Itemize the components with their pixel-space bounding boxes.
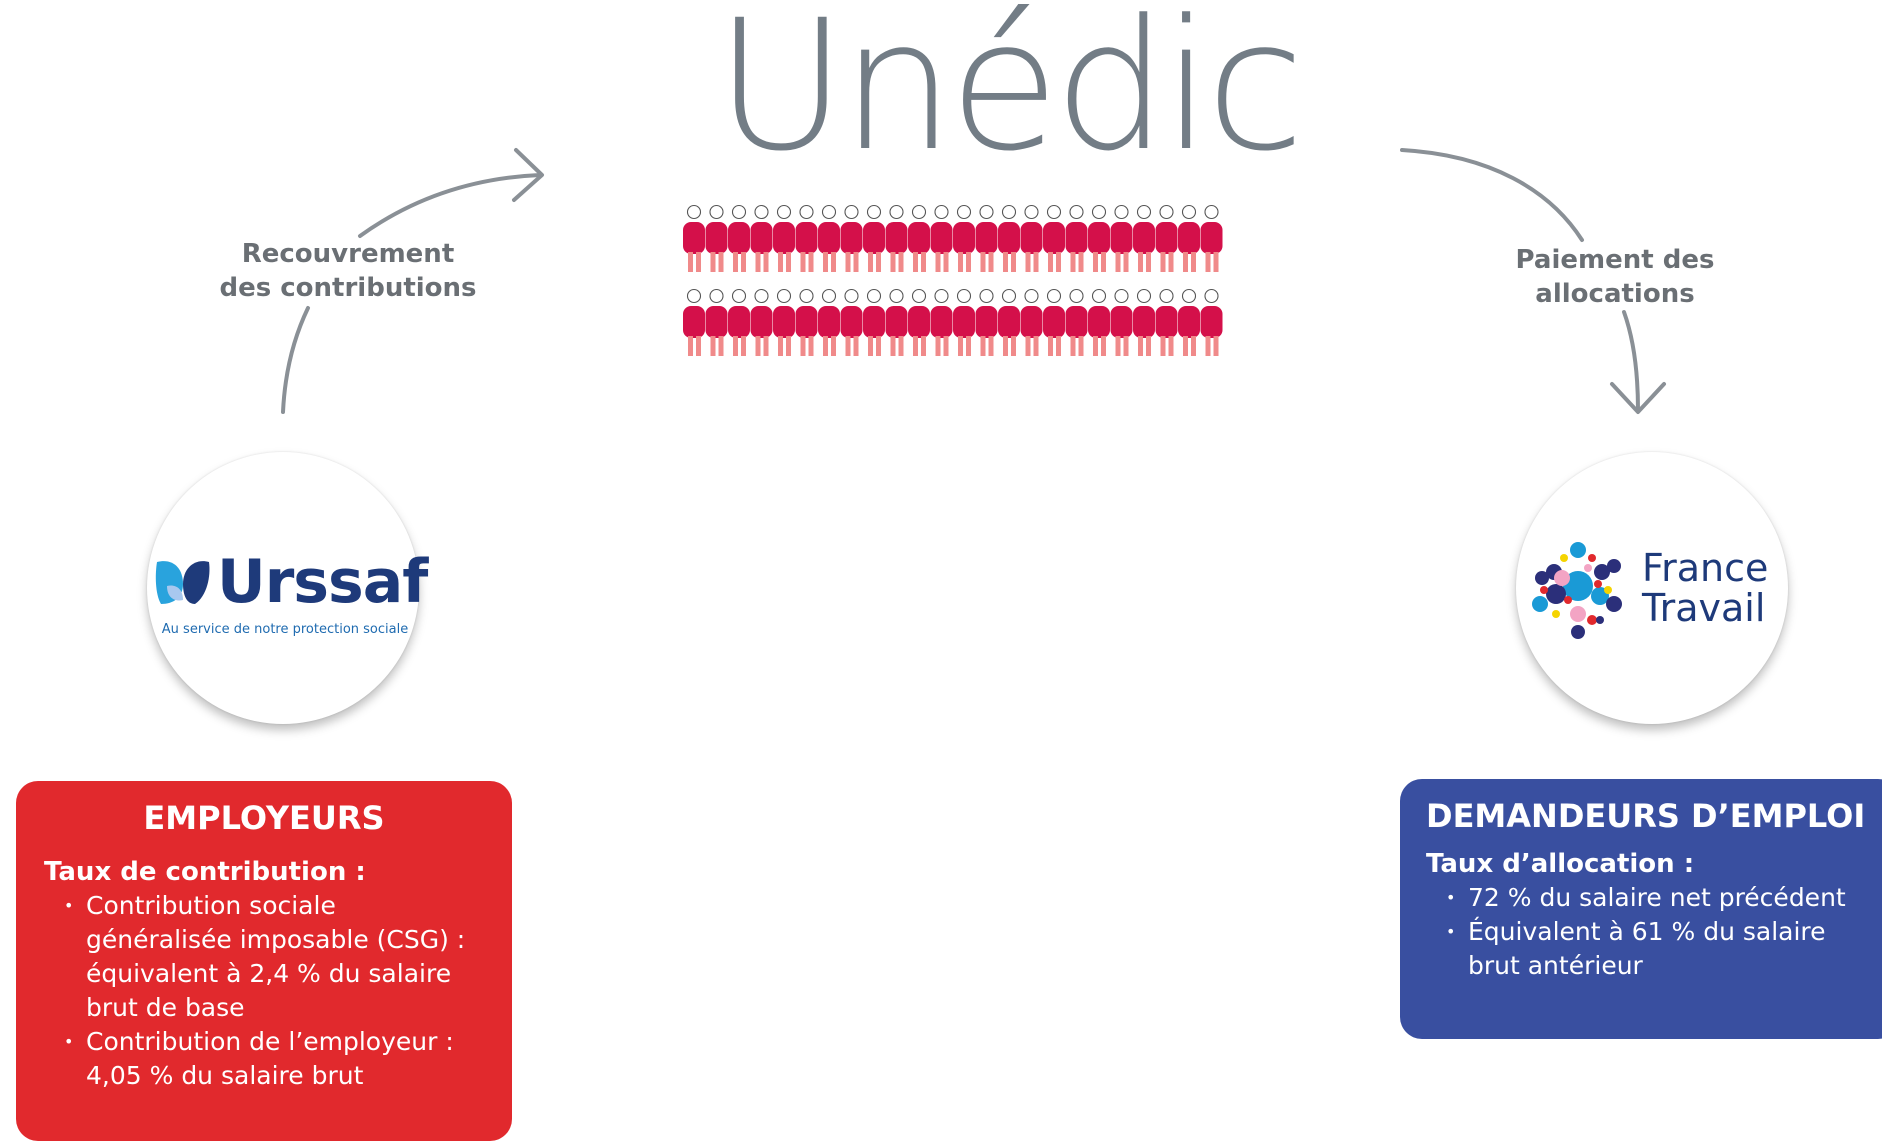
crowd-icon	[683, 204, 1223, 356]
person-icon	[818, 288, 840, 356]
right-arrowhead-icon	[1610, 382, 1666, 414]
flow-label-paiement: Paiement des allocations	[1515, 245, 1715, 309]
demandeurs-subtitle: Taux d’allocation :	[1426, 849, 1695, 879]
person-icon	[818, 204, 840, 272]
person-icon	[728, 204, 750, 272]
person-icon	[728, 288, 750, 356]
right-curved-arrow-bottom-icon	[1622, 310, 1640, 412]
person-icon	[1088, 288, 1110, 356]
person-icon	[930, 204, 953, 272]
right-curved-arrow-icon	[1400, 148, 1584, 242]
person-icon	[930, 288, 953, 356]
person-icon	[953, 288, 975, 356]
urssaf-logo-circle: Urssaf Au service de notre protection so…	[147, 452, 428, 724]
person-icon	[1065, 288, 1088, 356]
employeurs-card: EMPLOYEURS Taux de contribution : Contri…	[16, 781, 512, 1141]
person-icon	[975, 204, 998, 272]
demandeurs-list: 72 % du salaire net précédent Équivalent…	[1426, 881, 1876, 983]
person-icon	[885, 288, 908, 356]
demandeurs-title: DEMANDEURS D’EMPLOI	[1426, 797, 1866, 835]
person-icon	[1043, 204, 1065, 272]
person-icon	[1200, 204, 1223, 272]
urssaf-tagline: Au service de notre protection sociale	[161, 622, 409, 637]
person-icon	[998, 288, 1020, 356]
person-icon	[1043, 288, 1065, 356]
person-icon	[750, 288, 773, 356]
person-icon	[1065, 204, 1088, 272]
list-item: Contribution de l’employeur : 4,05 % du …	[64, 1025, 484, 1093]
person-icon	[1020, 204, 1043, 272]
person-icon	[683, 204, 705, 272]
left-curved-arrow-top-icon	[358, 173, 542, 238]
person-icon	[908, 204, 930, 272]
person-icon	[840, 204, 863, 272]
france-travail-logo	[1532, 542, 1622, 639]
person-icon	[773, 288, 795, 356]
person-icon	[998, 204, 1020, 272]
france-travail-name: France Travail	[1642, 546, 1769, 630]
person-icon	[908, 288, 930, 356]
list-item: Contribution sociale généralisée imposab…	[64, 889, 484, 1025]
urssaf-logo	[155, 561, 210, 604]
person-icon	[795, 288, 818, 356]
person-icon	[840, 288, 863, 356]
person-icon	[1133, 288, 1155, 356]
france-travail-logo-circle: France Travail	[1516, 452, 1788, 724]
list-item: Équivalent à 61 % du salaire brut antéri…	[1446, 915, 1876, 983]
demandeurs-card: DEMANDEURS D’EMPLOI Taux d’allocation : …	[1400, 779, 1882, 1039]
person-icon	[705, 288, 728, 356]
employeurs-list: Contribution sociale généralisée imposab…	[44, 889, 484, 1093]
person-icon	[1178, 204, 1200, 272]
employeurs-title: EMPLOYEURS	[143, 799, 385, 837]
left-curved-arrow-icon	[281, 306, 310, 414]
person-icon	[885, 204, 908, 272]
person-icon	[1155, 288, 1178, 356]
person-icon	[795, 204, 818, 272]
person-icon	[863, 204, 885, 272]
person-icon	[705, 204, 728, 272]
flow-label-recouvrement: Recouvrement des contributions	[219, 239, 477, 303]
person-icon	[1133, 204, 1155, 272]
list-item: 72 % du salaire net précédent	[1446, 881, 1876, 915]
left-arrowhead-icon	[512, 148, 544, 202]
page-title: Unédic	[715, 0, 1305, 191]
person-icon	[1178, 288, 1200, 356]
person-icon	[1110, 204, 1133, 272]
person-icon	[953, 204, 975, 272]
person-icon	[863, 288, 885, 356]
person-icon	[1155, 204, 1178, 272]
person-icon	[683, 288, 705, 356]
person-icon	[750, 204, 773, 272]
person-icon	[1020, 288, 1043, 356]
person-icon	[1088, 204, 1110, 272]
employeurs-subtitle: Taux de contribution :	[44, 857, 366, 887]
person-icon	[1110, 288, 1133, 356]
person-icon	[1200, 288, 1223, 356]
person-icon	[773, 204, 795, 272]
person-icon	[975, 288, 998, 356]
urssaf-name: Urssaf	[217, 547, 428, 617]
